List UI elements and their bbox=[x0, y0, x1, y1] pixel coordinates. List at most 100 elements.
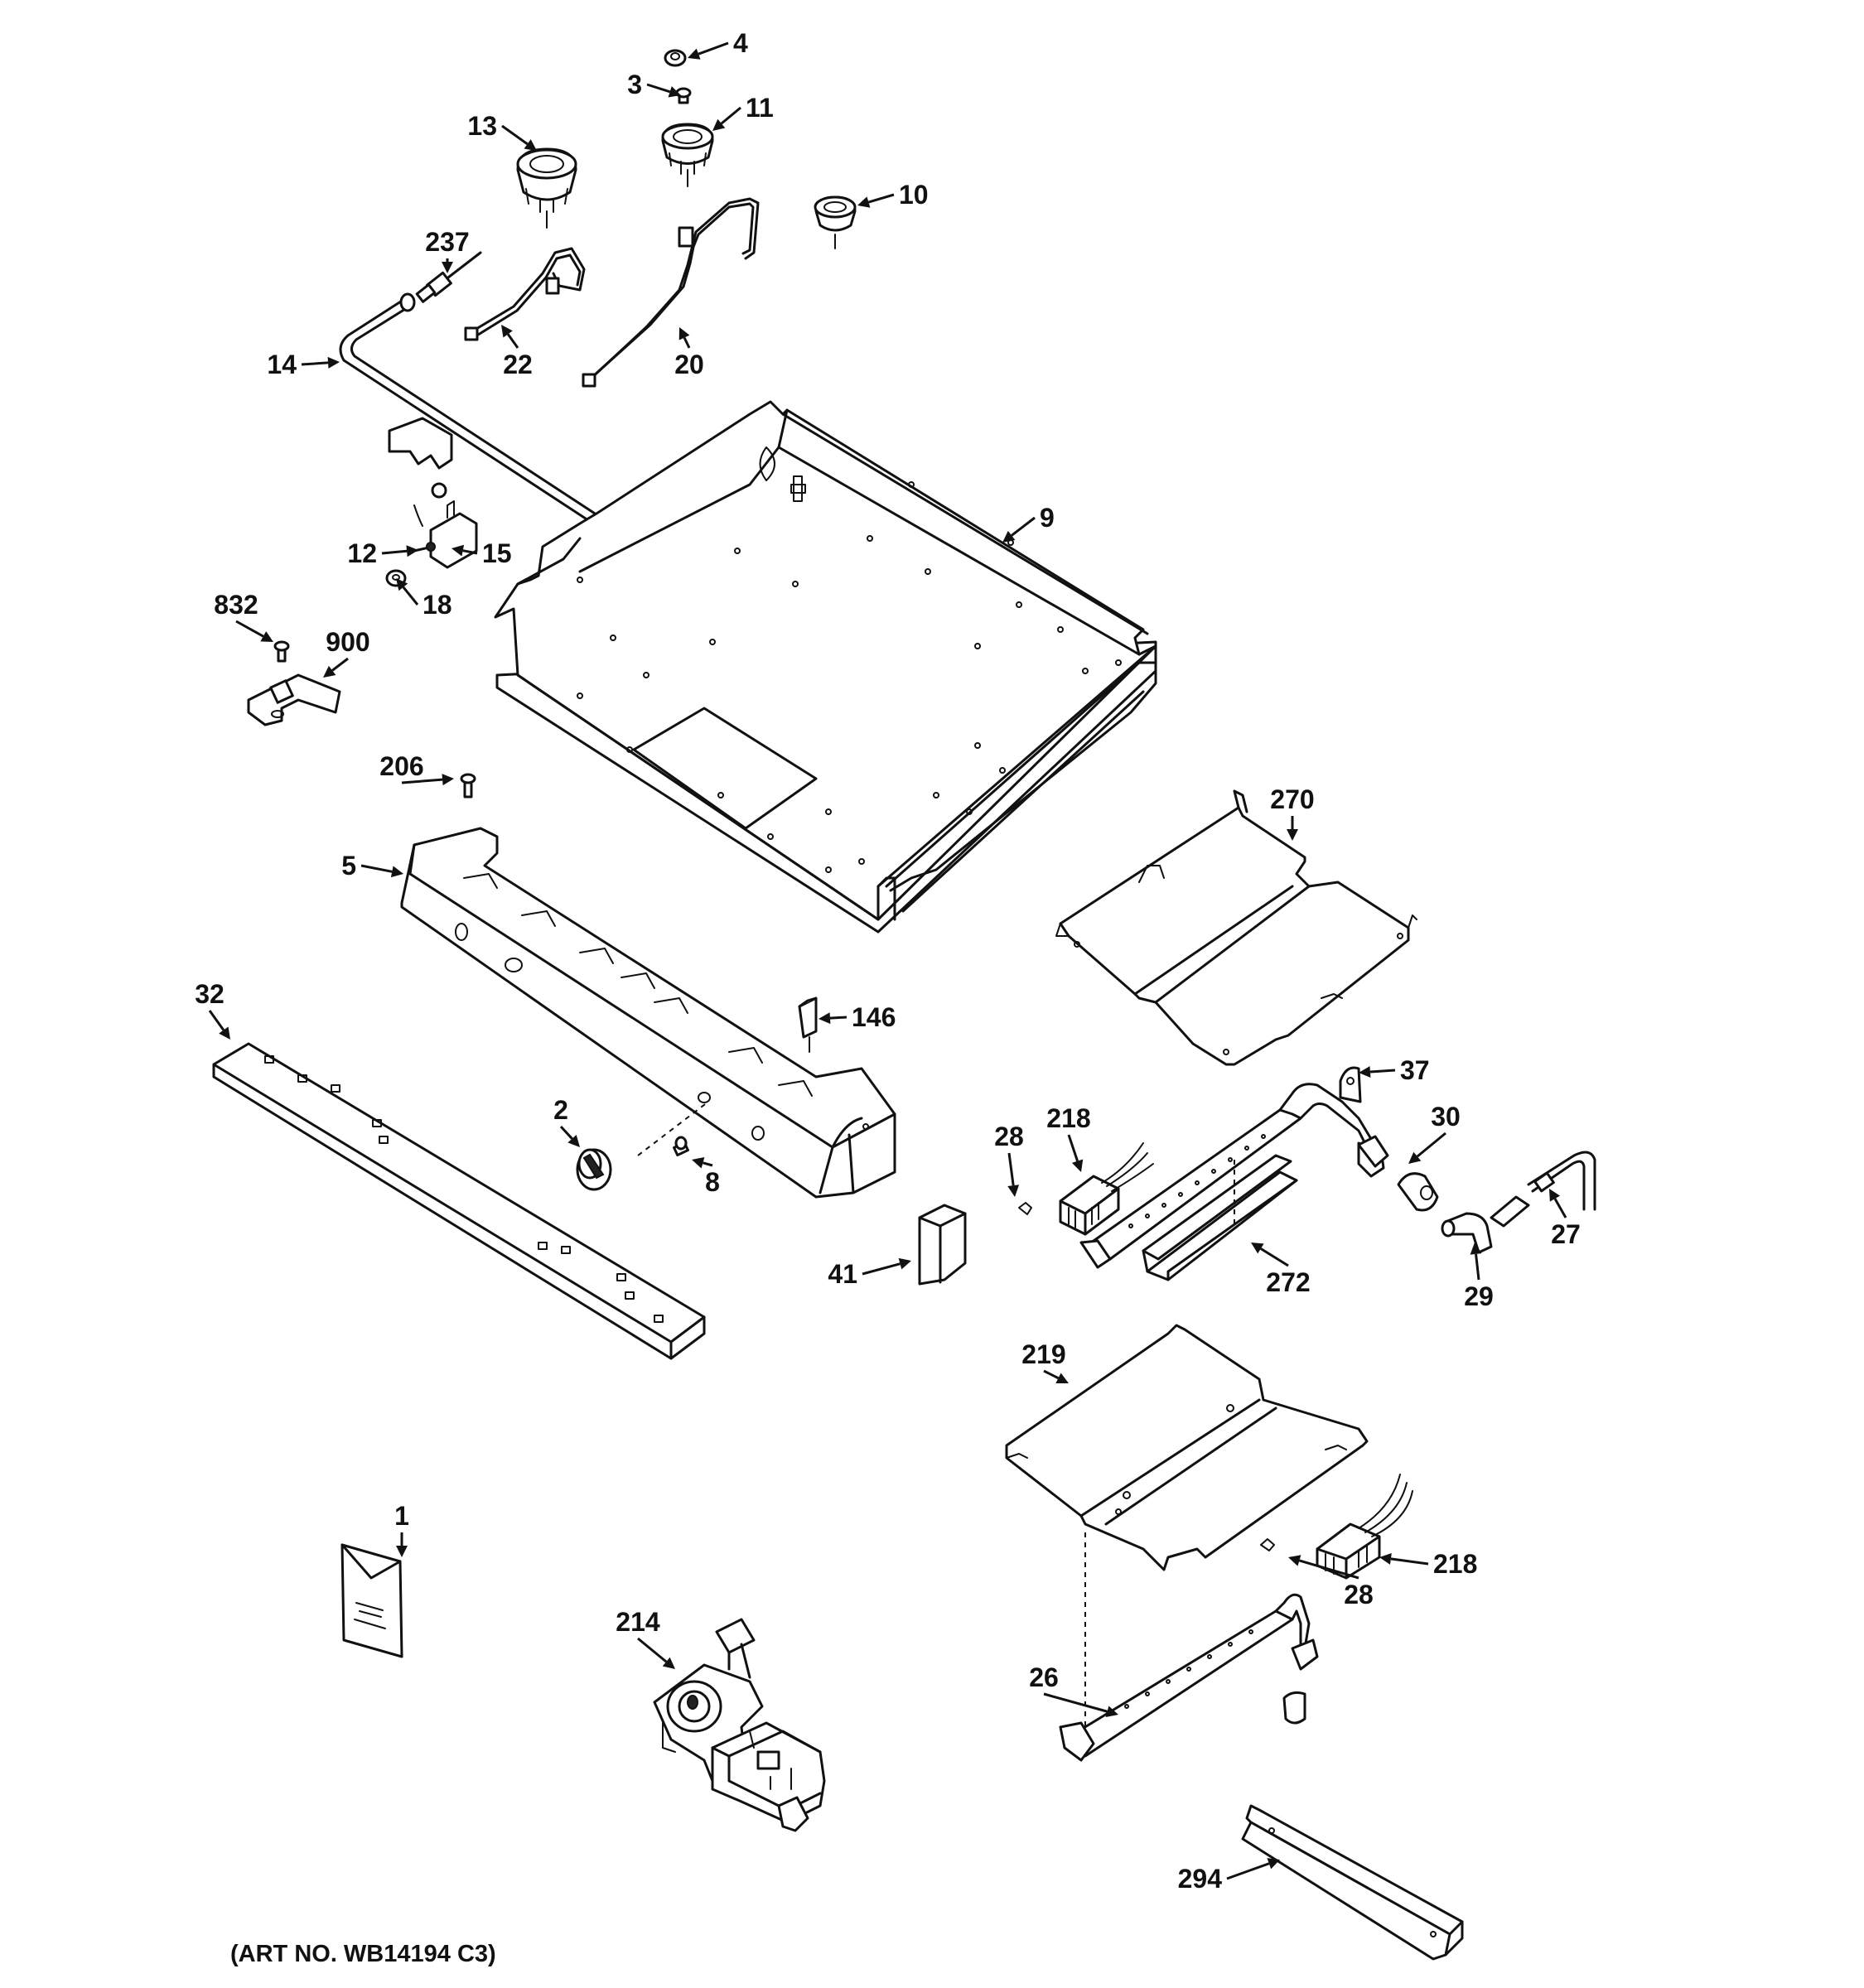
callout-12: 12 bbox=[347, 538, 418, 568]
callout-label: 20 bbox=[674, 350, 704, 379]
part-11-burner-head bbox=[661, 123, 714, 187]
callout-label: 13 bbox=[467, 111, 497, 141]
leader-arrowhead bbox=[678, 327, 690, 340]
callout-label: 22 bbox=[503, 350, 533, 379]
part-146-clip bbox=[798, 996, 818, 1053]
leader-line bbox=[1011, 516, 1036, 537]
part-214-gas-valve bbox=[653, 1618, 826, 1832]
leader-line bbox=[360, 864, 393, 873]
callout-label: 900 bbox=[326, 627, 369, 657]
callout-label: 14 bbox=[267, 350, 297, 379]
leader-arrowhead bbox=[1408, 1151, 1422, 1164]
part-15-valve-bracket bbox=[413, 482, 478, 569]
part-32-trim-strip bbox=[212, 1042, 706, 1360]
leader-line bbox=[683, 336, 691, 349]
leader-arrowhead bbox=[712, 118, 726, 131]
leader-arrowhead bbox=[452, 544, 465, 557]
callout-label: 18 bbox=[423, 590, 452, 620]
leader-arrowhead bbox=[524, 139, 537, 151]
leader-arrowhead bbox=[1359, 1066, 1371, 1078]
leader-arrowhead bbox=[323, 665, 336, 678]
callout-18: 18 bbox=[396, 578, 452, 620]
manifold-bracket-upper bbox=[388, 417, 453, 470]
callout-label: 27 bbox=[1551, 1219, 1581, 1249]
part-832-screw bbox=[273, 640, 290, 663]
leader-line bbox=[1299, 1559, 1359, 1580]
leader-arrowhead bbox=[1470, 1242, 1482, 1255]
leader-arrowhead bbox=[1379, 1552, 1392, 1565]
leader-line bbox=[506, 333, 519, 349]
callout-270: 270 bbox=[1270, 784, 1315, 841]
leader-arrowhead bbox=[1105, 1706, 1118, 1717]
part-9-burner-box bbox=[494, 400, 1157, 934]
leader-arrowhead bbox=[219, 1026, 230, 1040]
callout-20: 20 bbox=[674, 327, 704, 379]
leader-line bbox=[501, 124, 529, 146]
leader-arrowhead bbox=[857, 196, 871, 208]
leader-line bbox=[868, 193, 895, 204]
leader-line bbox=[235, 620, 264, 638]
callout-label: 11 bbox=[746, 93, 774, 123]
part-270-heat-shield bbox=[1055, 789, 1417, 1066]
callout-11: 11 bbox=[712, 93, 774, 131]
callout-label: 26 bbox=[1029, 1662, 1059, 1692]
leader-line bbox=[703, 1161, 713, 1167]
callout-label: 218 bbox=[1433, 1549, 1477, 1579]
part-206-screw bbox=[460, 773, 476, 799]
callout-label: 5 bbox=[341, 851, 356, 881]
leader-line bbox=[1043, 1369, 1060, 1380]
callout-146: 146 bbox=[819, 1002, 896, 1032]
callout-label: 270 bbox=[1270, 784, 1314, 814]
callout-218b: 218 bbox=[1379, 1549, 1477, 1579]
leader-arrowhead bbox=[396, 578, 408, 591]
callout-214: 214 bbox=[616, 1607, 675, 1669]
leader-line bbox=[1007, 1152, 1015, 1186]
leader-arrowhead bbox=[1287, 829, 1298, 841]
leader-arrowhead bbox=[327, 356, 340, 369]
callout-label: 219 bbox=[1021, 1339, 1065, 1369]
part-27-tube bbox=[1490, 1151, 1596, 1228]
part-5-manifold-panel bbox=[400, 827, 896, 1199]
part-4-nut bbox=[664, 49, 687, 67]
leader-arrowhead bbox=[390, 866, 403, 878]
leader-arrowhead bbox=[692, 1157, 705, 1169]
leader-line bbox=[1226, 1862, 1270, 1880]
part-219-shield bbox=[1005, 1324, 1369, 1571]
callout-13: 13 bbox=[467, 111, 537, 151]
callout-41: 41 bbox=[828, 1257, 911, 1289]
callout-label: 12 bbox=[347, 538, 377, 568]
part-13-burner-head bbox=[516, 147, 577, 229]
callout-label: 294 bbox=[1178, 1864, 1223, 1894]
part-12-screw bbox=[413, 542, 436, 552]
callout-label: 28 bbox=[994, 1122, 1024, 1151]
part-26-oven-burner bbox=[1059, 1593, 1319, 1762]
part-294-bracket bbox=[1241, 1804, 1464, 1961]
callout-label: 237 bbox=[425, 227, 469, 257]
part-8-screw bbox=[637, 1101, 709, 1156]
callout-label: 3 bbox=[627, 70, 642, 99]
callout-10: 10 bbox=[857, 180, 929, 210]
part-22-gas-tube bbox=[464, 247, 586, 341]
callout-832: 832 bbox=[214, 590, 273, 642]
leader-arrowhead bbox=[1071, 1159, 1084, 1172]
leader-line bbox=[1416, 1132, 1446, 1158]
leader-line bbox=[698, 41, 729, 55]
part-28b-nut bbox=[1260, 1538, 1275, 1551]
leader-arrowhead bbox=[567, 1134, 580, 1147]
leader-arrowhead bbox=[442, 774, 454, 786]
callout-label: 32 bbox=[195, 979, 225, 1009]
leader-arrowhead bbox=[1002, 530, 1016, 543]
part-37-bracket bbox=[1339, 1066, 1362, 1103]
part-218a-igniter bbox=[1059, 1142, 1154, 1236]
callout-2: 2 bbox=[553, 1095, 580, 1147]
callout-8: 8 bbox=[692, 1157, 720, 1197]
leader-line bbox=[301, 361, 329, 366]
part-237-orifice bbox=[415, 251, 482, 303]
leader-line bbox=[462, 549, 478, 555]
part-218b-igniter bbox=[1316, 1474, 1413, 1580]
callout-label: 146 bbox=[852, 1002, 896, 1032]
callout-1: 1 bbox=[394, 1501, 409, 1557]
callout-218a: 218 bbox=[1046, 1103, 1091, 1172]
